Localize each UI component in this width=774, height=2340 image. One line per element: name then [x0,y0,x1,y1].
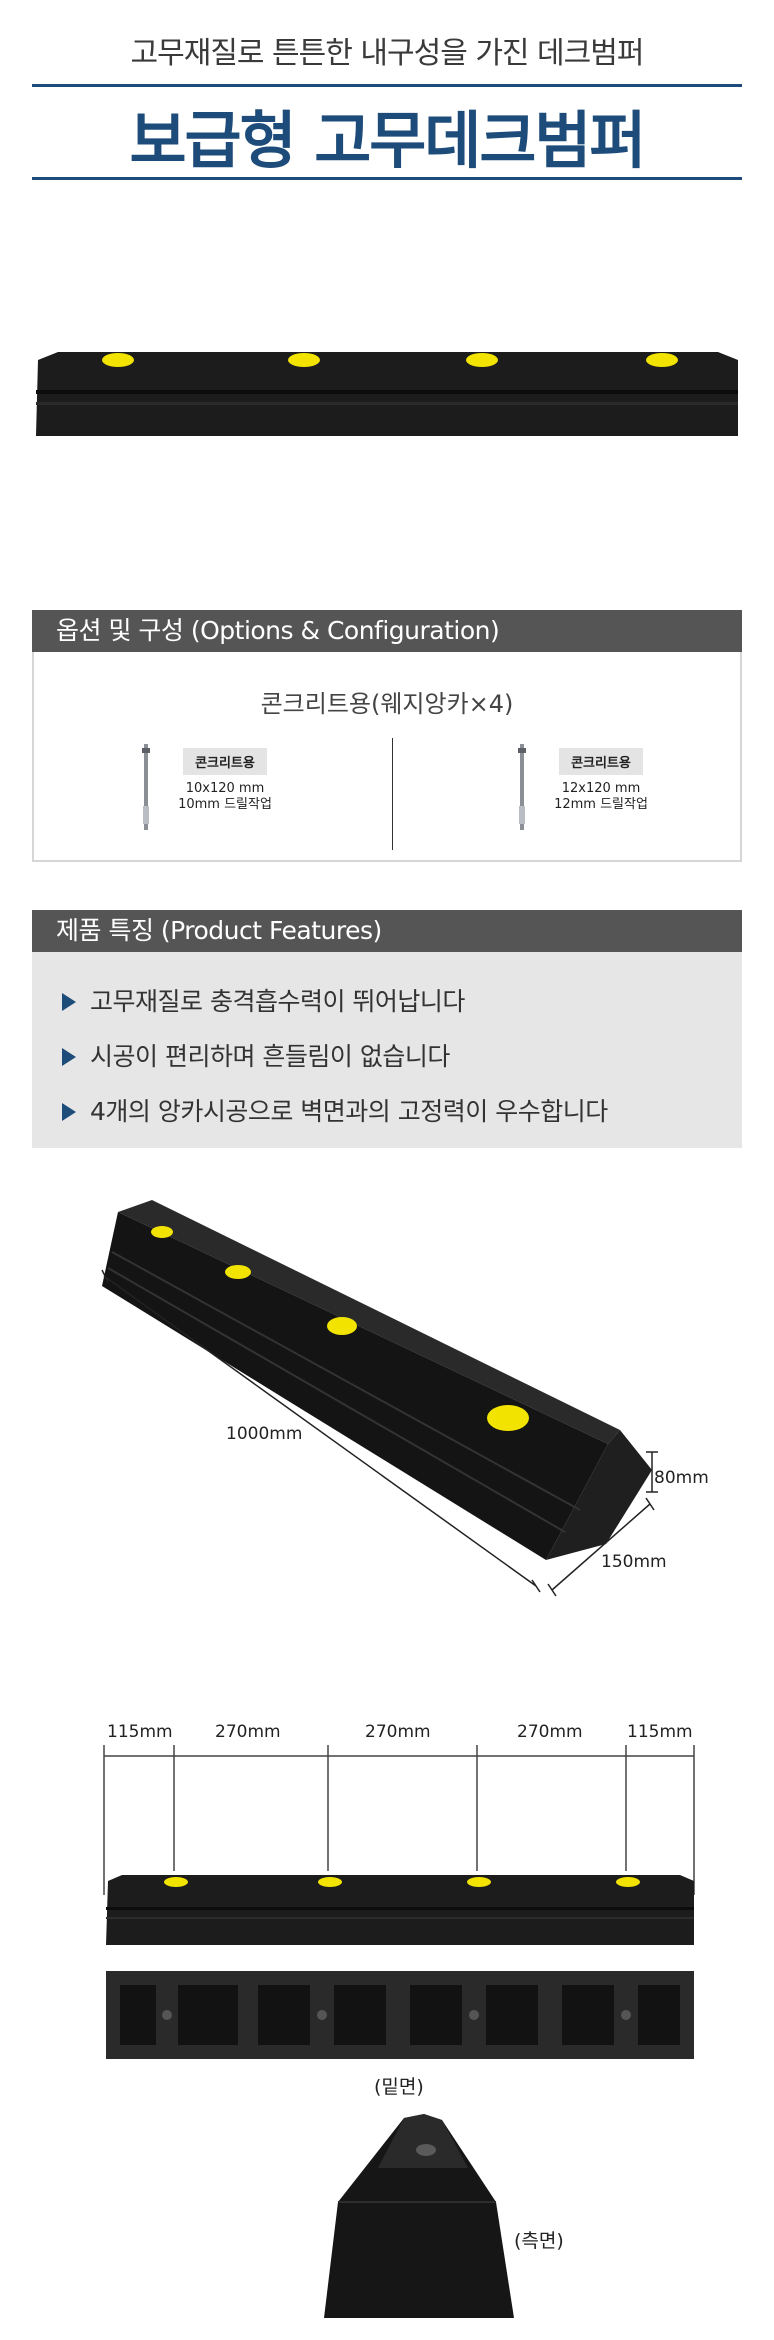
feature-text: 4개의 앙카시공으로 벽면과의 고정력이 우수합니다 [90,1097,608,1126]
bumper-side-image [324,2114,514,2318]
anchor-bolt-icon [142,744,150,830]
spacing-label: 270mm [365,1722,431,1742]
page-subtitle: 고무재질로 튼튼한 내구성을 가진 데크범퍼 [130,36,645,71]
arrow-icon [62,993,76,1011]
spacing-label: 270mm [517,1722,583,1742]
spacing-label: 270mm [215,1722,281,1742]
option-note: 10mm 드릴작업 [178,797,272,812]
bottom-view-caption: (밑면) [374,2076,424,2098]
option-item: 콘크리트용 12x120 mm 12mm 드릴작업 [536,748,666,813]
arrow-icon [62,1048,76,1066]
anchor-bolt-icon [518,744,526,830]
bumper-perspective-image [101,1200,658,1597]
options-box: 콘크리트용(웨지앙카×4) 콘크리트용 10x120 mm 10mm 드릴작업 … [32,652,742,862]
option-size: 10x120 mm [185,781,265,796]
arrow-icon [62,1103,76,1121]
height-dimension-label: 80mm [654,1468,709,1488]
options-heading: 콘크리트용(웨지앙카×4) [260,690,514,718]
options-section-header: 옵션 및 구성 (Options & Configuration) [32,610,742,652]
features-box: 고무재질로 충격흡수력이 뛰어납니다 시공이 편리하며 흔들림이 없습니다 4개… [32,952,742,1148]
width-dimension-label: 150mm [601,1552,667,1572]
title-rule-top [32,84,742,87]
title-rule-bottom [32,177,742,180]
page-title: 보급형 고무데크범퍼 [129,104,647,177]
spacing-label: 115mm [107,1722,173,1742]
option-size: 12x120 mm [561,781,641,796]
option-note: 12mm 드릴작업 [554,797,648,812]
option-tag: 콘크리트용 [559,748,643,775]
feature-text: 고무재질로 충격흡수력이 뛰어납니다 [90,987,465,1016]
feature-item: 4개의 앙카시공으로 벽면과의 고정력이 우수합니다 [62,1092,608,1128]
bumper-front-image [36,352,738,436]
side-view-caption: (측면) [514,2230,564,2252]
options-divider [392,738,393,850]
spacing-diagram [103,1745,695,2059]
option-item: 콘크리트용 10x120 mm 10mm 드릴작업 [160,748,290,813]
feature-item: 고무재질로 충격흡수력이 뛰어납니다 [62,982,465,1018]
feature-item: 시공이 편리하며 흔들림이 없습니다 [62,1037,450,1073]
features-section-header: 제품 특징 (Product Features) [32,910,742,952]
spacing-label: 115mm [627,1722,693,1742]
option-tag: 콘크리트용 [183,748,267,775]
feature-text: 시공이 편리하며 흔들림이 없습니다 [90,1042,450,1071]
length-dimension-label: 1000mm [226,1424,303,1444]
